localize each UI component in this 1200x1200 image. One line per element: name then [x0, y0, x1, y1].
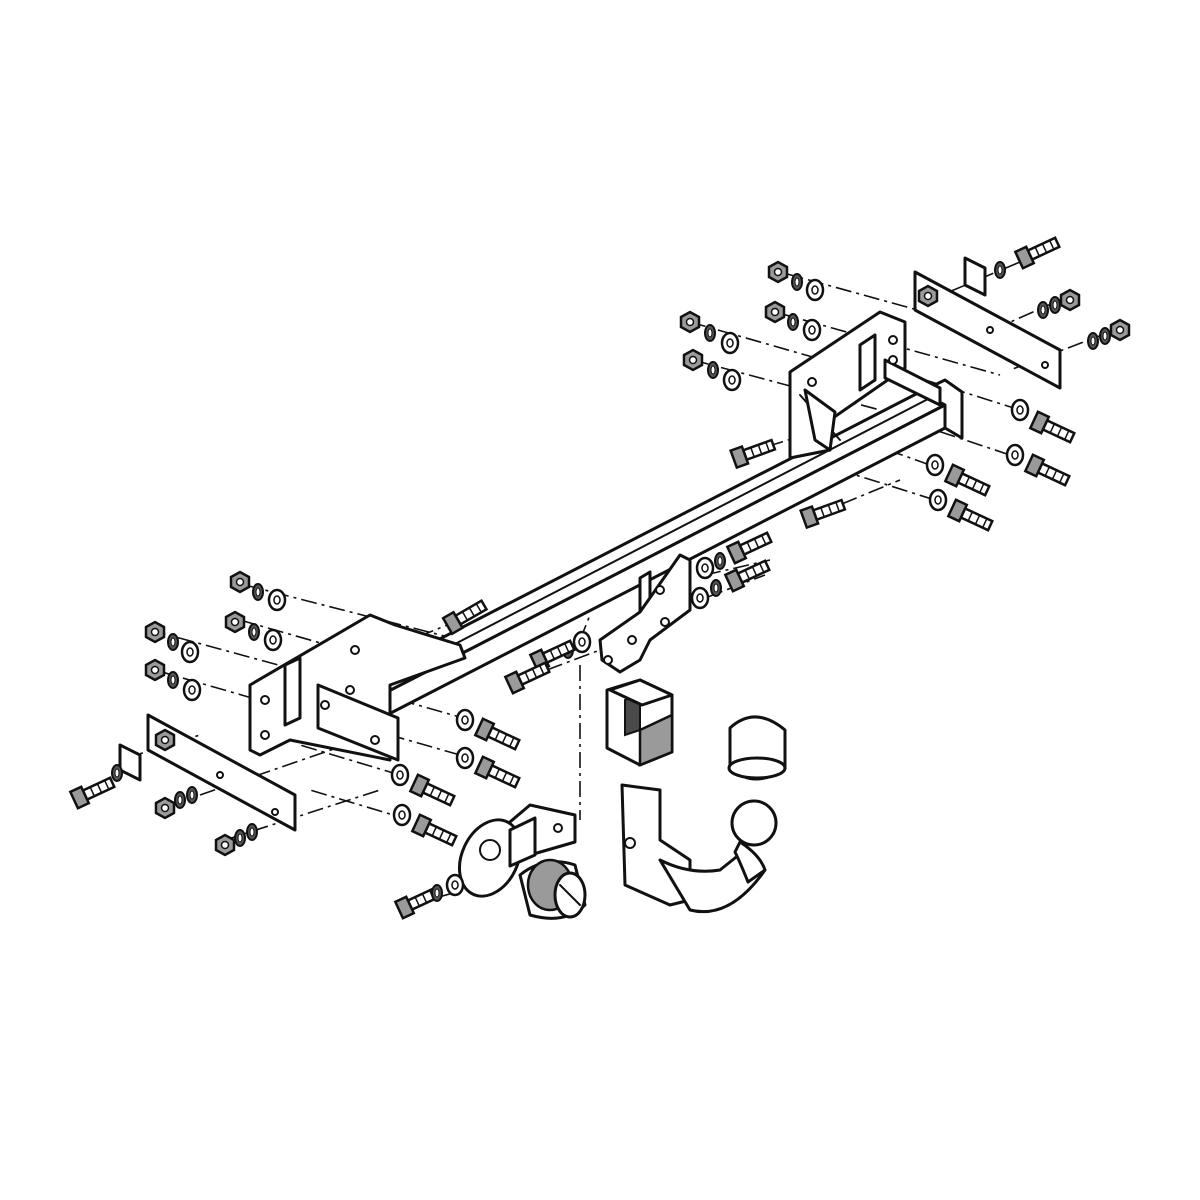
crossbar: [358, 378, 964, 718]
right-bracket: [788, 310, 942, 460]
left-plate: [118, 713, 297, 832]
right-plate: [913, 256, 1062, 390]
left-bracket: [248, 613, 467, 762]
socket-receiver: [605, 678, 674, 767]
socket: [518, 858, 587, 920]
socket-plate: [458, 803, 577, 898]
ball-neck: [620, 783, 778, 914]
ball-cap: [727, 715, 787, 781]
centre-hanger: [598, 553, 692, 674]
